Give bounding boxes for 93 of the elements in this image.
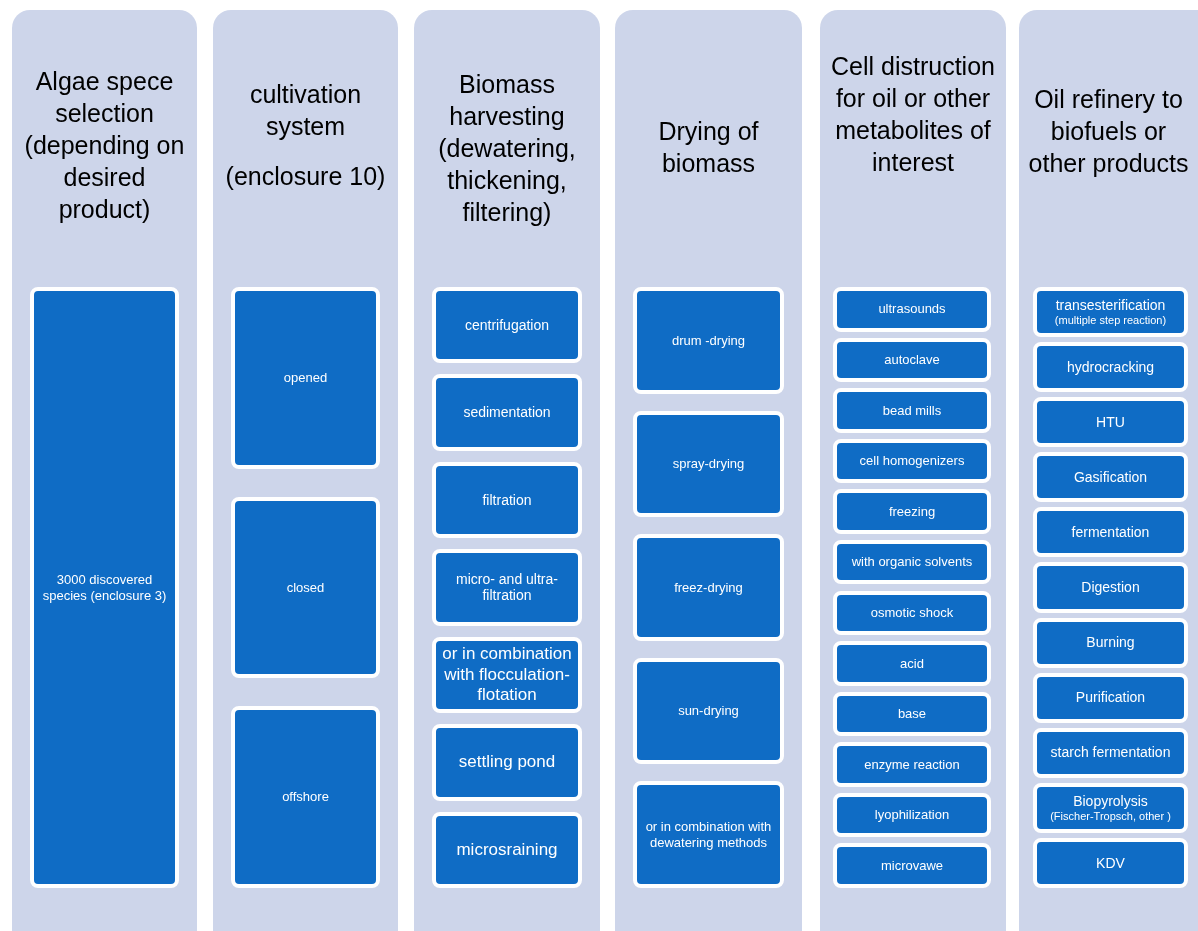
method-text: freezing <box>888 503 936 520</box>
method-text: spray-drying <box>672 456 745 472</box>
method-box <box>833 388 991 433</box>
method-text: filtration <box>482 491 532 509</box>
method-text: starch fermentation <box>1050 744 1171 762</box>
method-box <box>1033 287 1188 338</box>
method-box <box>1033 837 1188 888</box>
method-box <box>30 287 179 888</box>
method-text: freez-drying <box>674 579 743 596</box>
method-box <box>432 287 582 364</box>
method-text: sun-drying <box>678 703 739 719</box>
method-box <box>1033 507 1188 558</box>
column-heading: (enclosure 10) <box>225 161 386 192</box>
method-text: settling pond <box>458 752 556 773</box>
method-text: (multiple step reaction) <box>1054 313 1167 328</box>
column-panel <box>1019 10 1198 931</box>
method-box <box>1033 727 1188 778</box>
method-box <box>1033 672 1188 723</box>
method-text: autoclave <box>884 352 940 368</box>
method-text: osmotic shock <box>870 605 954 621</box>
column-heading: Drying of biomass <box>657 116 760 179</box>
method-text: Purification <box>1075 689 1146 707</box>
method-box <box>1033 562 1188 613</box>
method-text: HTU <box>1096 413 1125 431</box>
method-box <box>833 539 991 585</box>
method-box <box>1033 342 1188 393</box>
method-text: KDV <box>1096 854 1125 872</box>
method-text: Burning <box>1086 634 1135 651</box>
method-text: micro- and ultra-filtration <box>455 570 559 605</box>
method-box <box>1033 397 1188 448</box>
method-box <box>633 781 784 888</box>
method-box <box>833 792 991 838</box>
method-text: closed <box>286 579 325 596</box>
method-box <box>432 461 582 539</box>
column-panel <box>213 10 398 931</box>
method-text: opened <box>283 370 328 386</box>
method-box <box>633 534 784 641</box>
method-box <box>231 496 380 679</box>
method-box <box>231 287 380 469</box>
method-text: fermentation <box>1071 524 1150 541</box>
column-panel <box>12 10 197 931</box>
method-box <box>633 657 784 765</box>
method-text: offshore <box>282 789 329 805</box>
column-panel <box>615 10 802 931</box>
column-heading: Oil refinery to biofuels or other products <box>1027 84 1190 179</box>
column-heading: Cell distruction for oil or other metabolites of interest <box>830 51 996 178</box>
method-text: base <box>897 706 927 722</box>
method-box <box>432 724 582 801</box>
method-text: cell homogenizers <box>859 453 965 469</box>
method-box <box>633 410 784 518</box>
method-box <box>833 590 991 636</box>
method-box <box>833 287 991 332</box>
method-box <box>833 337 991 383</box>
method-box <box>432 636 582 714</box>
method-text: ultrasounds <box>878 301 946 318</box>
method-box <box>833 843 991 888</box>
column-heading: cultivation system <box>248 79 363 142</box>
method-box <box>432 549 582 626</box>
method-box <box>833 641 991 686</box>
method-text: acid <box>900 655 924 672</box>
method-text: (Fischer-Tropsch, other ) <box>1050 809 1171 823</box>
method-box <box>833 438 991 484</box>
method-text: Gasification <box>1073 468 1148 486</box>
method-text: microsraining <box>456 839 558 860</box>
method-box <box>1033 782 1188 833</box>
method-text: hydrocracking <box>1066 358 1155 376</box>
method-box <box>231 706 380 888</box>
method-text: centrifugation <box>464 316 550 334</box>
method-box <box>432 811 582 888</box>
method-box <box>833 742 991 787</box>
method-text: or in combination with dewatering methods <box>644 819 773 851</box>
column-panel <box>414 10 600 931</box>
method-text: with organic solvents <box>851 554 973 570</box>
method-text: 3000 discovered species (enclosure 3) <box>41 571 168 604</box>
method-text: bead mills <box>882 402 942 419</box>
method-text: Digestion <box>1081 579 1140 596</box>
method-text: or in combination with flocculation-flotation <box>441 644 573 706</box>
method-box <box>633 287 784 394</box>
method-box <box>833 691 991 737</box>
column-heading: Algae spece selection (depending on desired product) <box>23 66 186 225</box>
method-box <box>1033 617 1188 668</box>
method-text: lyophilization <box>874 807 950 823</box>
method-text: sedimentation <box>463 404 551 422</box>
column-heading: Biomass harvesting (dewatering, thickening, filtering) <box>437 69 577 228</box>
method-text: microvawe <box>880 857 944 874</box>
column-panel <box>820 10 1006 931</box>
method-box <box>833 489 991 534</box>
method-text: transesterification <box>1055 297 1166 314</box>
method-text: enzyme reaction <box>864 756 960 773</box>
method-box <box>432 374 582 451</box>
method-text: Biopyrolysis <box>1073 792 1148 810</box>
method-text: drum -drying <box>672 332 745 349</box>
method-box <box>1033 452 1188 503</box>
